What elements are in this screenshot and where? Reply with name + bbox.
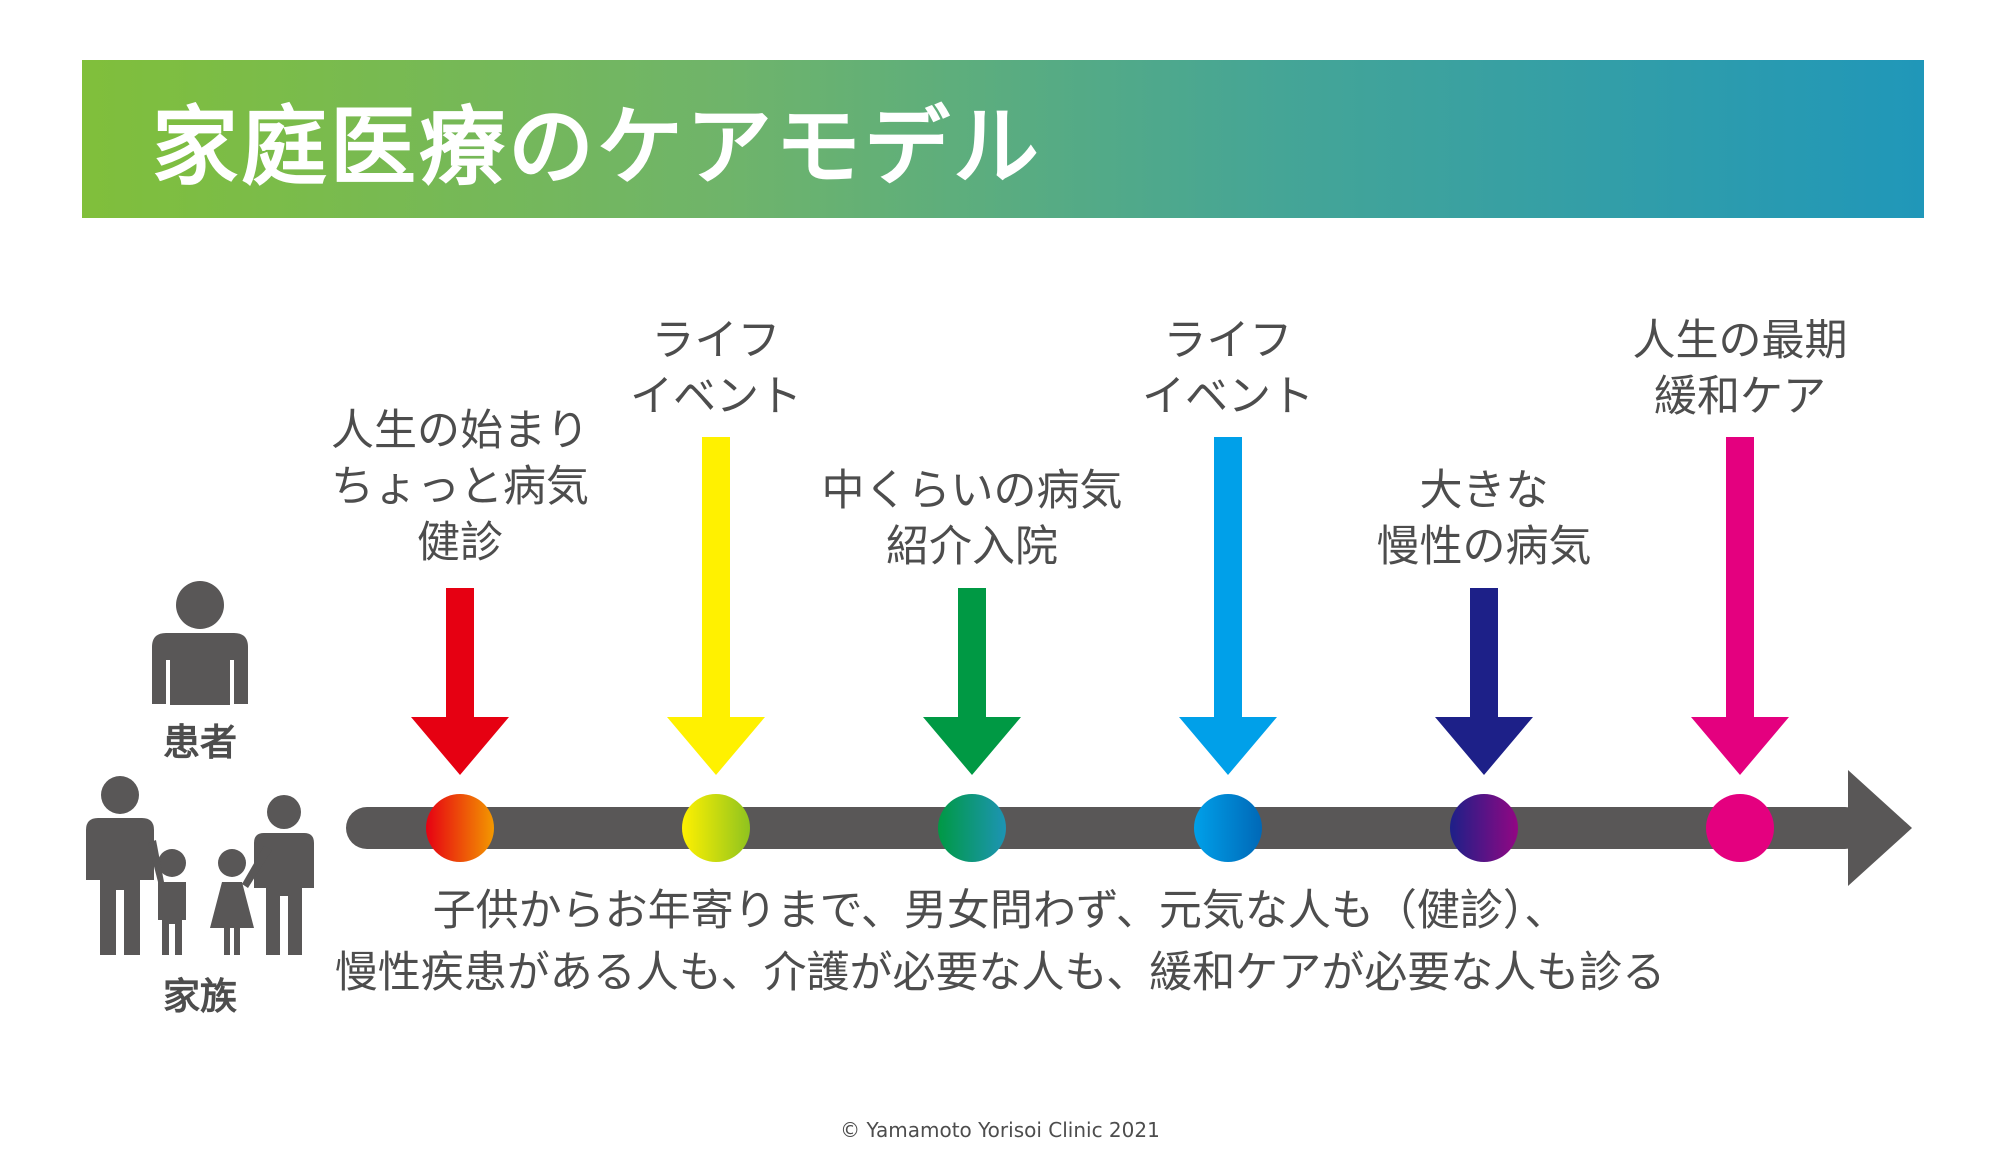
description: 子供からお年寄りまで、男女問わず、元気な人も（健診）、 慢性疾患がある人も、介護… xyxy=(0,880,2000,1004)
title-banner: 家庭医療のケアモデル xyxy=(82,60,1924,218)
description-line-2: 慢性疾患がある人も、介護が必要な人も、緩和ケアが必要な人も診る xyxy=(334,948,1666,998)
page-title: 家庭医療のケアモデル xyxy=(152,97,1042,198)
event-arrow-5 xyxy=(1435,588,1533,775)
patient-label: 患者 xyxy=(163,721,237,764)
event-label-line: 紹介入院 xyxy=(886,522,1058,572)
event-label-3: 中くらいの病気紹介入院 xyxy=(822,463,1123,575)
event-dot-1 xyxy=(426,794,494,862)
event-arrow-2 xyxy=(667,437,765,775)
event-arrow-3 xyxy=(923,588,1021,775)
description-line-1: 子供からお年寄りまで、男女問わず、元気な人も（健診）、 xyxy=(432,886,1568,936)
copyright: © Yamamoto Yorisoi Clinic 2021 xyxy=(840,1118,1160,1142)
event-label-2: ライフイベント xyxy=(630,313,802,425)
event-arrow-4 xyxy=(1179,437,1277,775)
event-label-line: 緩和ケア xyxy=(1654,372,1826,422)
event-label-line: イベント xyxy=(1142,372,1314,422)
event-label-line: 人生の最期 xyxy=(1632,316,1848,366)
event-label-line: ちょっと病気 xyxy=(331,462,589,512)
event-label-line: 健診 xyxy=(417,518,503,568)
event-label-line: 大きな xyxy=(1419,466,1549,516)
family-icon xyxy=(86,776,314,955)
event-label-line: ライフ xyxy=(651,316,781,366)
event-arrow-6 xyxy=(1691,437,1789,775)
timeline-arrow xyxy=(346,770,1912,886)
event-label-line: イベント xyxy=(630,372,802,422)
event-label-1: 人生の始まりちょっと病気健診 xyxy=(331,403,589,571)
event-label-line: ライフ xyxy=(1163,316,1293,366)
event-label-line: 人生の始まり xyxy=(331,406,589,456)
patient-icon xyxy=(152,581,248,705)
event-arrow-1 xyxy=(411,588,509,775)
event-dot-2 xyxy=(682,794,750,862)
event-label-line: 慢性の病気 xyxy=(1376,522,1592,572)
event-dot-6 xyxy=(1706,794,1774,862)
event-label-6: 人生の最期緩和ケア xyxy=(1633,313,1848,425)
family-label: 家族 xyxy=(163,975,237,1018)
event-dot-5 xyxy=(1450,794,1518,862)
event-label-line: 中くらいの病気 xyxy=(821,466,1123,516)
event-dot-4 xyxy=(1194,794,1262,862)
event-dot-3 xyxy=(938,794,1006,862)
event-label-4: ライフイベント xyxy=(1142,313,1314,425)
event-label-5: 大きな慢性の病気 xyxy=(1377,463,1592,575)
